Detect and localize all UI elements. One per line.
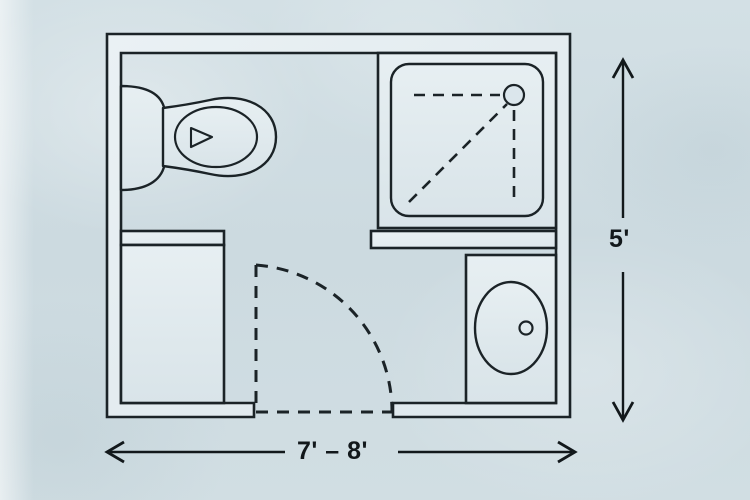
shower-pan (389, 62, 545, 218)
toilet-fixture (119, 84, 278, 192)
width-dimension-line (104, 440, 578, 464)
width-arrow-left-icon (104, 440, 125, 464)
shower-door-pivot-icon (502, 83, 526, 107)
shower-threshold (369, 229, 558, 250)
tub-alcove-partition (119, 229, 226, 247)
toilet-bowl-rim (173, 105, 259, 169)
shower-door-swing-line (408, 103, 508, 203)
bathtub-fixture (119, 243, 226, 405)
vanity-sink-basin (473, 280, 549, 376)
door-swing-arc (255, 263, 394, 413)
toilet-tank (119, 84, 167, 192)
bathtub-basin (119, 243, 226, 405)
vanity-fixture (464, 253, 558, 405)
shower-fixture (369, 51, 558, 250)
height-arrow-down-icon (611, 401, 635, 423)
vanity-sink-drain-icon (518, 320, 534, 336)
width-arrow-right-icon (557, 440, 578, 464)
height-dimension-label: 5' (609, 225, 630, 253)
height-arrow-up-icon (611, 57, 635, 79)
toilet-flapper-mark (189, 126, 214, 149)
door-swing-indicator (254, 263, 394, 414)
width-dimension-label: 7' – 8' (297, 437, 368, 465)
height-dimension-line (611, 57, 635, 423)
